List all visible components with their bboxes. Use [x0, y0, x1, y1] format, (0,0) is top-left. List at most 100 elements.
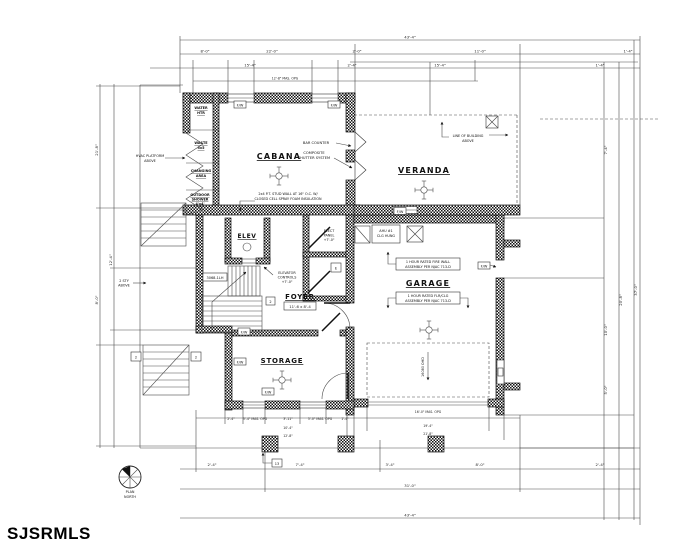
hvac-note-1: HVAC PLATFORM [136, 154, 164, 158]
porch-pier [261, 435, 279, 453]
shutter-note-1: COMPOSITE [303, 151, 325, 155]
plan-north-compass-icon: PLAN NORTH [118, 465, 142, 499]
window-tags: F/W F/W F/W F/W F/W F/W F/W E 2 13 [233, 100, 497, 468]
stair-tag [130, 351, 142, 362]
room-label-outdoor-shower-3: 4'x4' [196, 202, 205, 206]
accordion-openings [185, 129, 367, 216]
dim-label: 43'-4" [404, 513, 416, 518]
fire-wall-note-2: ASSEMBLY PER NJAC 713-D [405, 265, 451, 269]
dim-label: 12'-4" [108, 254, 113, 266]
equip-tag-label: E [335, 267, 337, 271]
ceiling-fan-icon [272, 370, 292, 390]
stair-interior: 3068-1LH [201, 265, 263, 333]
dim-label: 10'-0" [603, 324, 608, 336]
dim-label: 10'-4" [283, 426, 293, 430]
elevator-controls-note-3: +7'-0" [282, 280, 293, 284]
dim-label: 8'-0" [94, 295, 99, 304]
fire-wall-note-1: 1 HOUR RATED FIRE WALL [406, 260, 450, 264]
two-story-note-1: 2 STY [119, 279, 129, 283]
line-of-building-note-2: ABOVE [462, 139, 474, 143]
dim-label: 2'-4" [208, 462, 217, 467]
dim-label: 7'-4" [603, 145, 608, 154]
dimension-labels: 43'-4" 8'-0" 22'-0" 2'-0" 11'-0" 1'-4" 1… [94, 35, 638, 518]
veranda-outline [350, 61, 660, 205]
dim-label: 3'-11" [283, 417, 293, 421]
line-of-building-note-1: LINE OF BUILDING [453, 134, 484, 138]
elect-panel-note-1: ELECT [324, 229, 336, 233]
room-label-waste: WASTE [194, 141, 208, 145]
dim-label: 19'-4" [423, 424, 433, 428]
fire-clg-note-1: 1 HOUR RATED FLR/CLG [408, 294, 449, 298]
window-tag-label: F/W [241, 330, 248, 334]
dim-label: 2'-4" [596, 462, 605, 467]
dim-label: 8'-0" [201, 49, 210, 54]
dim-label: 16'-0" MAS. OPG [415, 410, 442, 414]
ahu-label-1: AHU #1 [379, 229, 392, 233]
door-leaf [321, 312, 341, 332]
closet-door-leaf [307, 226, 331, 250]
dim-label: 21'-8" [423, 432, 433, 436]
dim-label: 7'-4" [296, 462, 305, 467]
number-tag-label: 13 [275, 462, 279, 466]
compass-label-2: NORTH [124, 495, 136, 499]
window-tag-label: F/W [331, 103, 338, 107]
room-label-waste-2: 3x5 [198, 146, 206, 150]
dim-label: 43'-4" [404, 35, 416, 40]
shutter-opening-symbol [354, 131, 367, 153]
overhead-door-label: 16080 OHD [421, 357, 425, 377]
fire-clg-note-2: ASSEMBLY PER NJAC 713-D [405, 299, 451, 303]
dim-label: 3'-4" [386, 462, 395, 467]
stud-wall-note-1: 2x4 P.T. STUD WALL AT 16" O.C. W/ [258, 192, 318, 196]
bar-counter-note: BAR COUNTER [303, 141, 330, 145]
ahu-label-2: CLG HUNG [377, 234, 396, 238]
dim-label: 31'-0" [404, 483, 416, 488]
stud-wall-note-2: CLOSED CELL SPRAY FOAM INSULATION [254, 197, 322, 201]
two-story-note-2: ABOVE [118, 284, 130, 288]
foyer-dim-label: 11'-6 x 8'-4 [289, 304, 311, 309]
dim-label: 12'-8" MAS. OPG [272, 77, 299, 81]
ahu-unit [371, 224, 401, 244]
elect-panel-note-2: PANEL [324, 234, 335, 238]
stair-tag-label: 2 [195, 356, 197, 360]
elevator-controls-note-2: CONTROLS [278, 276, 297, 280]
door-tag-label: 3068-1LH [207, 276, 224, 280]
stair-tag [190, 351, 202, 362]
ceiling-fan-icon [414, 180, 434, 200]
mls-watermark: SJSRMLS [7, 524, 91, 543]
window-tag-label: F/W [481, 264, 488, 268]
ceiling-fan-icon [419, 320, 439, 340]
room-label-foyer: FOYER [285, 293, 315, 301]
stair-exterior-upper [140, 202, 187, 247]
room-label-elev: ELEV [237, 233, 256, 240]
elect-panel-note-3: +7'-0" [324, 238, 335, 242]
annotations: BAR COUNTER COMPOSITE SHUTTER SYSTEM 2x4… [118, 121, 509, 309]
dim-label: 1'-4" [341, 417, 349, 421]
dim-label: 12'-8" [283, 434, 293, 438]
mechanical-equipment: AHU #1 CLG HUNG [354, 224, 505, 385]
dim-label: 21'-8" [94, 144, 99, 156]
elevator-symbol [242, 242, 252, 252]
compass-label-1: PLAN [126, 490, 135, 494]
hvac-note-2: ABOVE [144, 159, 156, 163]
dim-label: 2'-4" [348, 63, 357, 68]
door-tag [202, 272, 228, 282]
stair-tag-label: 2 [135, 356, 137, 360]
dim-label: 1'-4" [596, 63, 605, 68]
dim-label: 5'-0" [603, 385, 608, 394]
window-tag-label: F/W [237, 360, 244, 364]
room-label-veranda: VERANDA [398, 166, 450, 175]
room-label-outdoor-shower: OUTDOOR [190, 193, 210, 197]
dim-label: 20'-8" [618, 294, 623, 306]
room-label-storage: STORAGE [261, 357, 304, 365]
room-label-water-htr-2: HTR [197, 111, 205, 115]
room-labels: CABANA VERANDA GARAGE FOYER 11'-6 x 8'-4… [190, 106, 450, 390]
room-label-changing-2: AREA [196, 174, 207, 178]
doors [242, 226, 351, 400]
dim-label: 11'-0" [474, 49, 486, 54]
dim-label: 3'-0" MAS. OPG [308, 417, 333, 421]
dim-label: 22'-0" [266, 49, 278, 54]
dim-label: 37'-0" [633, 284, 638, 296]
number-tag-label: 2 [269, 300, 271, 304]
